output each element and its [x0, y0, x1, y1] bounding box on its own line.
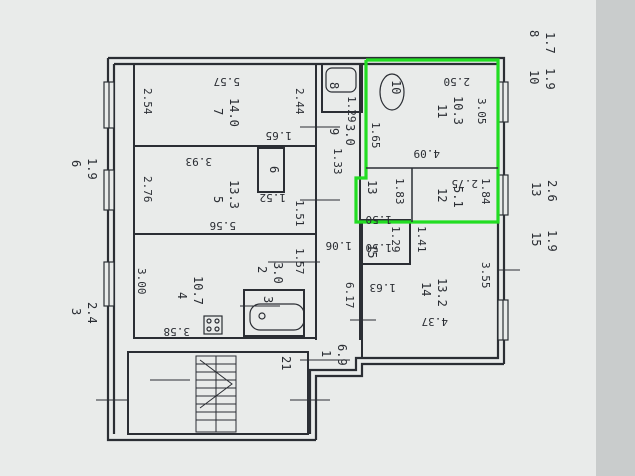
highlighted-area-outline [354, 58, 500, 224]
room-10-right-label: 10 [527, 70, 541, 84]
labels: 7 14.0 5 13.3 4 10.7 2 3.0 3 6 8 9 3.0 1… [69, 30, 559, 370]
dim-3-58: 3.58 [164, 325, 191, 338]
staircase [195, 355, 237, 433]
dim-2-50: 2.50 [444, 75, 471, 88]
room-13-label: 13 [365, 180, 379, 194]
room-2-area-label: 3.0 [271, 262, 285, 284]
room-16-label: 6 [69, 160, 83, 167]
room-3-label: 3 [261, 296, 275, 303]
room-1-label: 1 [319, 350, 333, 357]
dim-6-17: 6.17 [343, 282, 356, 309]
room-5-area-label: 13.3 [227, 180, 241, 209]
windows [103, 81, 509, 341]
dim-5-57: 5.57 [214, 75, 241, 88]
dimension-labels: 5.57 2.54 2.44 1.65 3.93 2.76 5.56 1.52 … [135, 75, 492, 338]
room-16-area: 1.9 [85, 158, 99, 180]
dim-3-93: 3.93 [186, 155, 213, 168]
dim-2-44: 2.44 [293, 88, 306, 115]
dim-4-37: 4.37 [422, 315, 449, 328]
dim-1-50a: 1.50 [366, 213, 393, 226]
room-12-area-label: 5.1 [451, 186, 465, 208]
dim-1-51: 1.51 [293, 200, 306, 227]
room-10-label: 10 [389, 80, 403, 94]
dim-1-83: 1.83 [393, 178, 406, 205]
room-9-area-label: 3.0 [343, 124, 357, 146]
room-14-label: 14 [419, 282, 433, 296]
dim-1-57: 1.57 [293, 248, 306, 275]
photo-edge-shadow [596, 0, 635, 476]
dim-3-00: 3.00 [135, 268, 148, 295]
room-15-label: 15 [365, 244, 379, 258]
dim-1-06: 1.06 [326, 239, 353, 252]
room-10-right-area: 1.9 [543, 68, 557, 90]
room-14-area-label: 13.2 [435, 278, 449, 307]
dim-1-33: 1.33 [331, 148, 344, 175]
room-12-label: 12 [435, 188, 449, 202]
room-1-area-label: 6.9 [335, 344, 349, 366]
dimension-ticks [96, 126, 520, 401]
room-8b-area: 1.7 [543, 32, 557, 54]
room-5-label: 5 [211, 196, 225, 203]
dim-2-54: 2.54 [141, 88, 154, 115]
room-4-area-label: 10.7 [191, 276, 205, 305]
dim-1-65b: 1.65 [369, 122, 382, 149]
room-4-label: 4 [175, 292, 189, 299]
room-11-area-label: 10.3 [451, 96, 465, 125]
room-7-area-label: 14.0 [227, 98, 241, 127]
dim-3-55: 3.55 [479, 262, 492, 289]
room-8b-label: 8 [527, 30, 541, 37]
dim-1-29a: 1.29 [345, 96, 358, 123]
dim-1-84: 1.84 [479, 178, 492, 205]
room-15-right-area: 1.9 [545, 230, 559, 252]
room-11-label: 11 [435, 104, 449, 118]
dim-4-09: 4.09 [414, 147, 441, 160]
room-8-label: 8 [327, 82, 341, 89]
dim-3-05: 3.05 [475, 98, 488, 125]
room-15-right-label: 15 [529, 232, 543, 246]
room-21-label: 21 [279, 356, 293, 370]
dim-1-52: 1.52 [260, 191, 287, 204]
dim-1-65a: 1.65 [266, 129, 293, 142]
dim-1-41: 1.41 [415, 226, 428, 253]
room-2-label: 2 [255, 266, 269, 273]
interior-walls [127, 63, 411, 435]
room-7-label: 7 [211, 108, 225, 115]
dim-2-75: 2.75 [452, 177, 479, 190]
dim-1-63: 1.63 [370, 281, 397, 294]
room-13-right-area: 2.6 [545, 180, 559, 202]
bathroom-fixtures [203, 67, 405, 335]
dim-5-56: 5.56 [210, 219, 237, 232]
dim-1-50b: 1.50 [366, 241, 393, 254]
room-13-right-label: 13 [529, 182, 543, 196]
dim-1-29b: 1.29 [389, 226, 402, 253]
room-3b-label: 3 [69, 308, 83, 315]
room-9-label: 9 [327, 128, 341, 135]
room-3b-area: 2.4 [85, 302, 99, 324]
room-6-label: 6 [267, 166, 281, 173]
dim-2-76: 2.76 [141, 176, 154, 203]
